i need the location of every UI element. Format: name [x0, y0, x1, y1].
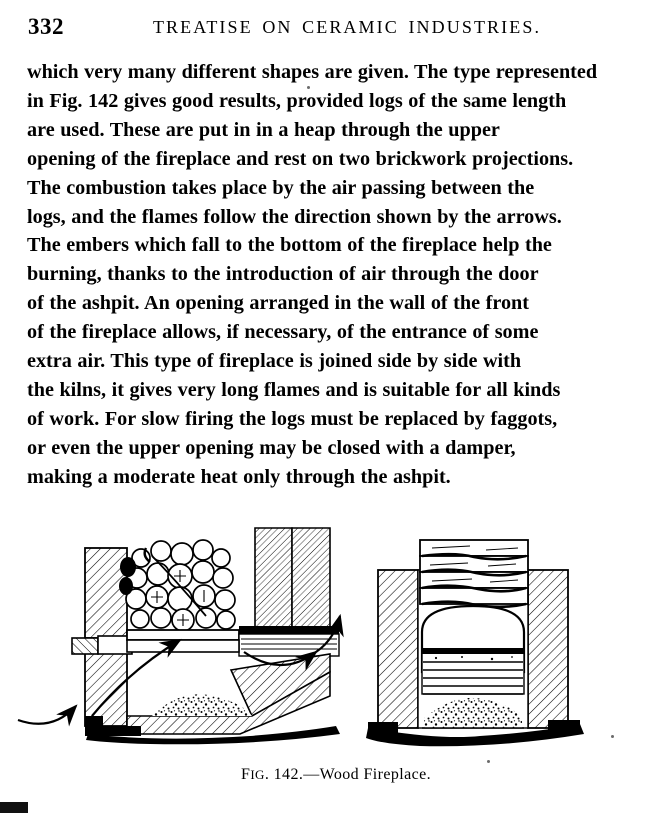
text-line: of the ashpit. An opening arranged in th… — [27, 289, 659, 318]
text-line: burning, thanks to the introduction of a… — [27, 260, 659, 289]
text-line-content: logs, and the flames follow the directio… — [27, 205, 562, 228]
text-line-content: The combustion takes place by the air pa… — [27, 176, 535, 199]
text-line: which very many different shapes are giv… — [27, 58, 659, 87]
text-line: are used. These are put in in a heap thr… — [27, 116, 659, 145]
text-line-content: of the ashpit. An opening arranged in th… — [27, 292, 529, 315]
text-line: the kilns, it gives very long flames and… — [27, 376, 659, 405]
text-line: The embers which fall to the bottom of t… — [27, 231, 659, 260]
text-line-content: the kilns, it gives very long flames and… — [27, 378, 561, 401]
text-line-content: of work. For slow firing the logs must b… — [27, 407, 558, 430]
caption-title: Wood Fireplace. — [319, 766, 431, 783]
body-text-block: which very many different shapes are giv… — [27, 58, 659, 492]
text-line-content: extra air. This type of fireplace is joi… — [27, 350, 522, 373]
text-line-content: which very many different shapes are giv… — [27, 61, 598, 83]
caption-dash: — — [303, 766, 320, 783]
text-line-content: burning, thanks to the introduction of a… — [27, 263, 539, 286]
caption-fig-smallcaps: IG — [250, 767, 265, 782]
airflow-arrow — [17, 613, 344, 727]
text-line: of the fireplace allows, if necessary, o… — [27, 318, 659, 347]
scan-artifact-speck — [611, 735, 614, 738]
caption-number: . 142. — [264, 766, 304, 783]
text-line: or even the upper opening may be closed … — [27, 434, 659, 463]
text-line: opening of the fireplace and rest on two… — [27, 145, 659, 174]
text-line: logs, and the flames follow the directio… — [27, 203, 659, 232]
text-line-content: of the fireplace allows, if necessary, o… — [27, 321, 539, 344]
running-head-title: TREATISE ON CERAMIC INDUSTRIES. — [152, 17, 542, 37]
running-head: 332 TREATISE ON CERAMIC INDUSTRIES. — [28, 14, 644, 44]
scan-artifact-speck — [307, 86, 310, 89]
text-line: extra air. This type of fireplace is joi… — [27, 347, 659, 376]
text-line: in Fig. 142 gives good results, provided… — [27, 87, 659, 116]
text-line: of work. For slow firing the logs must b… — [27, 405, 659, 434]
scan-artifact-smudge — [0, 802, 28, 813]
figure-142 — [0, 520, 672, 750]
fireplace-elevation-drawing — [366, 539, 584, 747]
text-line-content: are used. These are put in in a heap thr… — [27, 118, 500, 141]
fireplace-section-drawing — [17, 527, 344, 745]
text-line-content: opening of the fireplace and rest on two… — [27, 147, 574, 170]
text-line-content: making a moderate heat only through the … — [27, 465, 451, 488]
text-line-content: in Fig. 142 gives good results, provided… — [27, 89, 567, 112]
scan-artifact-speck — [487, 760, 490, 763]
figure-caption: FIG. 142.—Wood Fireplace. — [0, 766, 672, 784]
text-line-content: or even the upper opening may be closed … — [27, 436, 516, 459]
text-line: The combustion takes place by the air pa… — [27, 174, 659, 203]
caption-fig-initial: F — [241, 766, 251, 783]
text-line: making a moderate heat only through the … — [27, 463, 659, 492]
text-line-content: The embers which fall to the bottom of t… — [27, 234, 552, 257]
scan-artifact-speck — [478, 330, 481, 333]
page-folio-number: 332 — [28, 14, 64, 39]
